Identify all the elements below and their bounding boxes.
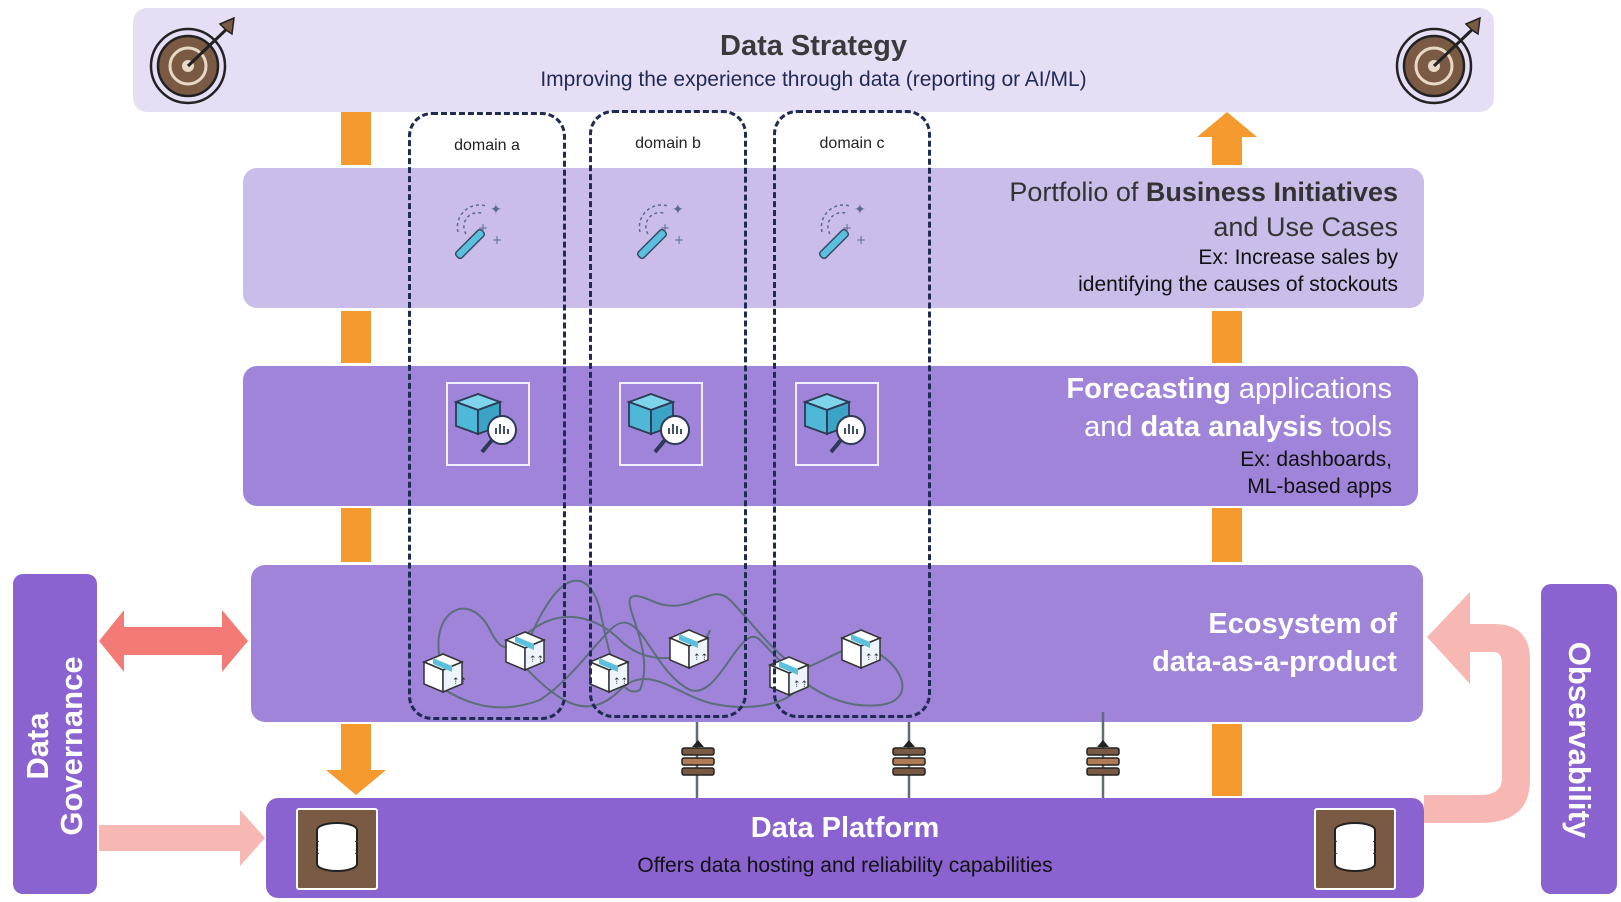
portfolio-prefix: Portfolio of bbox=[1009, 177, 1146, 207]
svg-text:+: + bbox=[660, 221, 670, 235]
data-platform-title: Data Platform bbox=[750, 812, 940, 844]
forecasting-example-2: ML-based apps bbox=[1247, 475, 1392, 498]
connector-icon bbox=[1086, 740, 1120, 776]
svg-text:⇡⇡: ⇡⇡ bbox=[529, 655, 544, 665]
data-platform-band: Data Platform Offers data hosting and re… bbox=[266, 798, 1424, 898]
orange-arrow-segment bbox=[1212, 508, 1242, 562]
orange-arrow-segment bbox=[341, 311, 371, 363]
domain-a-label: domain a bbox=[454, 137, 520, 154]
forecasting-rest2: tools bbox=[1322, 411, 1392, 443]
svg-text:+: + bbox=[856, 233, 866, 247]
svg-text:⇡⇡: ⇡⇡ bbox=[693, 653, 708, 663]
magic-wand-icon: ✦ + + bbox=[636, 202, 684, 260]
orange-arrow-segment bbox=[341, 724, 371, 770]
orange-arrow-segment bbox=[1212, 137, 1242, 165]
data-strategy-title: Data Strategy bbox=[720, 30, 907, 62]
forecasting-rest: applications bbox=[1230, 373, 1392, 405]
portfolio-example-2: identifying the causes of stockouts bbox=[1078, 273, 1398, 296]
portfolio-example-1: Ex: Increase sales by bbox=[1198, 246, 1398, 269]
ecosystem-line1: Ecosystem of bbox=[1208, 608, 1397, 640]
domain-b-label: domain b bbox=[635, 135, 701, 152]
target-icon bbox=[1395, 16, 1481, 105]
orange-arrow-head-up bbox=[1197, 112, 1257, 137]
data-strategy-band: Data Strategy Improving the experience t… bbox=[133, 8, 1494, 112]
domain-a-container: domain a bbox=[408, 112, 566, 720]
package-icon: ⇡⇡ bbox=[840, 629, 882, 670]
database-icon bbox=[296, 808, 378, 890]
svg-text:⇡⇡: ⇡⇡ bbox=[865, 653, 880, 663]
package-icon: ⇡⇡ bbox=[422, 653, 466, 694]
cube-analytics-icon bbox=[446, 382, 530, 466]
svg-text:+: + bbox=[478, 221, 488, 235]
svg-text:⇡⇡: ⇡⇡ bbox=[613, 677, 628, 687]
forecasting-example-1: Ex: dashboards, bbox=[1240, 448, 1392, 471]
portfolio-line2: and Use Cases bbox=[1213, 212, 1398, 242]
domain-c-label: domain c bbox=[819, 135, 885, 152]
target-icon bbox=[149, 16, 235, 105]
magic-wand-icon: ✦ + + bbox=[818, 202, 866, 260]
data-strategy-subtitle: Improving the experience through data (r… bbox=[540, 68, 1087, 91]
connector-icon bbox=[681, 740, 715, 776]
svg-text:✦: ✦ bbox=[854, 202, 866, 218]
ecosystem-line2: data-as-a-product bbox=[1152, 646, 1397, 678]
forecasting-bold: Forecasting bbox=[1066, 373, 1231, 405]
orange-arrow-segment bbox=[341, 508, 371, 562]
cube-analytics-icon bbox=[619, 382, 703, 466]
svg-text:✦: ✦ bbox=[672, 202, 684, 218]
svg-text:+: + bbox=[842, 221, 852, 235]
orange-arrow-segment bbox=[1212, 724, 1242, 796]
observability-curved-arrow bbox=[1424, 592, 1530, 823]
governance-double-arrow bbox=[99, 610, 248, 672]
svg-text:+: + bbox=[492, 233, 502, 247]
domain-b-container: domain b bbox=[589, 110, 747, 718]
svg-text:+: + bbox=[674, 233, 684, 247]
portfolio-bold: Business Initiatives bbox=[1145, 177, 1398, 207]
forecasting-text: Forecasting applications and data analys… bbox=[1066, 370, 1392, 500]
ecosystem-text: Ecosystem of data-as-a-product bbox=[1152, 605, 1397, 681]
orange-arrow-segment bbox=[1212, 311, 1242, 363]
data-product-network-line bbox=[509, 649, 801, 708]
package-icon: ⇡⇡ bbox=[588, 653, 630, 694]
forecasting-pre2: and bbox=[1084, 411, 1141, 443]
orange-arrow-segment bbox=[341, 111, 371, 165]
connector-icon bbox=[892, 740, 926, 776]
database-icon bbox=[1314, 808, 1396, 890]
ecosystem-band: Ecosystem of data-as-a-product bbox=[251, 565, 1423, 722]
svg-text:⇡⇡: ⇡⇡ bbox=[452, 677, 466, 687]
data-analysis-bold: data analysis bbox=[1140, 411, 1323, 443]
magic-wand-icon: ✦ + + bbox=[454, 202, 502, 260]
data-governance-panel: Data Governance bbox=[13, 574, 97, 894]
cube-analytics-icon bbox=[795, 382, 879, 466]
governance-platform-arrow bbox=[99, 810, 265, 866]
forecasting-band: Forecasting applications and data analys… bbox=[243, 366, 1418, 506]
observability-panel: Observability bbox=[1541, 584, 1617, 894]
package-icon: ⇡⇡ bbox=[504, 631, 546, 672]
portfolio-text: Portfolio of Business Initiatives and Us… bbox=[1009, 174, 1398, 298]
svg-text:⇡⇡: ⇡⇡ bbox=[793, 680, 808, 690]
package-icon: ⇡⇡ bbox=[668, 629, 710, 670]
domain-c-container: domain c bbox=[773, 110, 931, 718]
orange-arrow-head-down bbox=[326, 770, 386, 795]
data-platform-subtitle: Offers data hosting and reliability capa… bbox=[637, 854, 1053, 877]
svg-text:✦: ✦ bbox=[490, 202, 502, 218]
